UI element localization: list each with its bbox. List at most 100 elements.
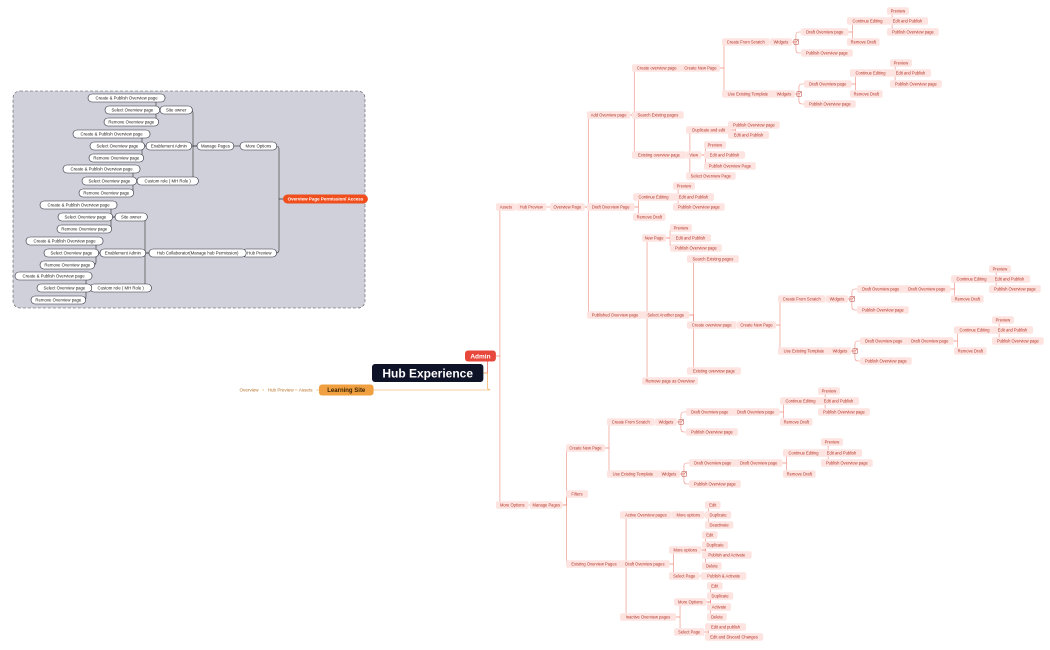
node-delete[interactable]: Delete: [707, 613, 727, 621]
node-existing-overview-page[interactable]: Existing overview page: [687, 367, 741, 375]
node-publish-overview-page[interactable]: Publish Overview Page: [704, 162, 756, 170]
node-hub-preview[interactable]: Hub Preview: [516, 203, 547, 211]
external-link-icon[interactable]: [793, 39, 799, 45]
node-select-overview-page[interactable]: Select Overview page: [43, 248, 100, 258]
node-draft-overview-page[interactable]: Draft Overview page: [735, 459, 783, 467]
node-publish-overview-page[interactable]: Publish Overview page: [686, 428, 738, 436]
node-remove-draft[interactable]: Remove Draft: [954, 347, 987, 355]
external-link-icon[interactable]: [681, 471, 687, 477]
node-preview[interactable]: Preview: [818, 387, 840, 395]
external-link-icon[interactable]: [849, 296, 855, 302]
node-publish-overview-page[interactable]: Publish Overview page: [728, 121, 780, 129]
node-widgets[interactable]: Widgets: [773, 90, 795, 98]
node-new-page[interactable]: New Page: [642, 234, 667, 242]
node-draft-overview-page[interactable]: Draft Overview page: [686, 408, 734, 416]
node-edit-and-publish[interactable]: Edit and Publish: [821, 449, 863, 457]
node-select-overview-page[interactable]: Select Overview page: [57, 212, 114, 222]
node-select-page[interactable]: Select Page: [669, 572, 700, 580]
node-search-existing-pages[interactable]: Search Existing pages: [687, 255, 739, 263]
node-remove-overview-page[interactable]: Remove Overview page: [39, 260, 96, 270]
node-draft-overview-page[interactable]: Draft Overview page: [857, 285, 905, 293]
node-remove-overview-page[interactable]: Remove Overview page: [103, 117, 160, 127]
node-publish-overview-page[interactable]: Publish Overview page: [857, 306, 909, 314]
external-link-icon[interactable]: [852, 348, 858, 354]
node-draft-overview-page[interactable]: Draft Overview page: [804, 80, 852, 88]
node-select-overview-page[interactable]: Select Overview page: [81, 176, 138, 186]
node-draft-overview-page[interactable]: Draft Overview page: [903, 285, 951, 293]
node-widgets[interactable]: Widgets: [826, 295, 848, 303]
node-select-overview-page[interactable]: Select Overview page: [89, 141, 146, 151]
node-more-options[interactable]: More options: [672, 511, 705, 519]
node-active-overview-pages[interactable]: Active Overview pages: [620, 511, 672, 519]
node-select-another-page[interactable]: Select Another page: [642, 311, 690, 319]
node-continue-editing[interactable]: Continue Editing: [633, 193, 675, 201]
node-hub-preview[interactable]: Hub Preview: [241, 248, 277, 258]
node-remove-page-as-overview[interactable]: Remove page as Overview: [642, 377, 699, 385]
node-create-publish-overview-page[interactable]: Create & Publish Overview page: [62, 164, 141, 174]
node-draft-overview-page[interactable]: Draft Overview Page: [587, 203, 635, 211]
node-preview[interactable]: Preview: [887, 7, 909, 15]
node-create-new-page[interactable]: Create New Page: [681, 64, 720, 72]
node-create-new-page[interactable]: Create New Page: [737, 321, 776, 329]
node-remove-draft[interactable]: Remove Draft: [850, 90, 883, 98]
node-edit-and-publish[interactable]: Edit and publish: [705, 623, 747, 631]
node-create-publish-overview-page[interactable]: Create & Publish Overview page: [14, 271, 93, 281]
node-continue-editing[interactable]: Continue Editing: [951, 275, 993, 283]
node-enablement-admin[interactable]: Enablement Admin: [99, 248, 147, 258]
node-preview[interactable]: Preview: [992, 316, 1014, 324]
node-create-new-page[interactable]: Create New Page: [566, 444, 605, 452]
node-select-overview-page[interactable]: Select Overview page: [104, 105, 161, 115]
node-overview[interactable]: Overview: [236, 386, 262, 394]
node-remove-overview-page[interactable]: Remove Overview page: [56, 224, 113, 234]
node-site-owner[interactable]: Site owner: [159, 105, 193, 115]
node-create-overview-page[interactable]: Create overview page: [687, 321, 737, 329]
node-select-page[interactable]: Select Page: [674, 628, 705, 636]
node-edit-and-publish[interactable]: Edit and Publish: [673, 193, 715, 201]
node-create-from-scratch[interactable]: Create From Scratch: [607, 418, 655, 426]
node-edit-and-publish[interactable]: Edit and Publish: [989, 275, 1031, 283]
node-remove-overview-page[interactable]: Remove Overview page: [78, 188, 135, 198]
node-widgets[interactable]: Widgets: [658, 470, 680, 478]
node-inactive-overview-pages[interactable]: Inactive Overview pages: [620, 613, 677, 621]
node-remove-draft[interactable]: Remove Draft: [847, 38, 880, 46]
node-draft-overview-page[interactable]: Draft Overview page: [732, 408, 780, 416]
node-create-publish-overview-page[interactable]: Create & Publish Overview page: [25, 236, 104, 246]
node-widgets[interactable]: Widgets: [829, 347, 851, 355]
node-preview[interactable]: Preview: [989, 265, 1011, 273]
node-publish-overview-page[interactable]: Publish Overview page: [989, 285, 1041, 293]
node-preview[interactable]: Preview: [673, 182, 695, 190]
node-publish-activate[interactable]: Publish & Activate: [701, 572, 747, 580]
node-duplicate-and-edit[interactable]: Duplicate and edit: [686, 126, 732, 134]
node-edit-and-publish[interactable]: Edit and Publish: [890, 69, 932, 77]
node-edit-and-publish[interactable]: Edit and Publish: [670, 234, 712, 242]
node-continue-editing[interactable]: Continue Editing: [954, 326, 996, 334]
node-widgets[interactable]: Widgets: [770, 38, 792, 46]
node-more-options[interactable]: More Options: [674, 598, 707, 606]
node-draft-overview-pages[interactable]: Draft Overview pages: [620, 560, 670, 568]
node-custom-role-mh-role[interactable]: Custom role ( MH Role ): [136, 176, 199, 186]
node-preview[interactable]: Preview: [670, 224, 692, 232]
node-publish-overview-page[interactable]: Publish Overview page: [887, 28, 939, 36]
node-create-publish-overview-page[interactable]: Create & Publish Overview page: [72, 129, 151, 139]
node-edit-and-publish[interactable]: Edit and Publish: [887, 17, 929, 25]
node-draft-overview-page[interactable]: Draft Overview page: [801, 28, 849, 36]
node-assets[interactable]: Assets: [295, 386, 316, 394]
node-more-options[interactable]: More Options: [496, 501, 529, 509]
node-edit-and-discard-changes[interactable]: Edit and Discard Changes: [705, 633, 764, 641]
node-continue-editing[interactable]: Continue Editing: [850, 69, 892, 77]
node-remove-overview-page[interactable]: Remove Overview page: [88, 153, 145, 163]
node-publish-overview-page[interactable]: Publish Overview page: [992, 337, 1044, 345]
node-publish-overview-page[interactable]: Publish Overview page: [818, 408, 870, 416]
node-use-existing-template[interactable]: Use Existing Template: [778, 347, 830, 355]
node-view[interactable]: View: [686, 151, 702, 159]
node-delete[interactable]: Delete: [702, 562, 722, 570]
node-preview[interactable]: Preview: [890, 59, 912, 67]
node-edit-and-publish[interactable]: Edit and Publish: [728, 131, 770, 139]
node-duplicate[interactable]: Duplicate: [702, 541, 729, 549]
node-remove-draft[interactable]: Remove Draft: [951, 295, 984, 303]
node-edit[interactable]: Edit: [705, 501, 721, 509]
node-create-publish-overview-page[interactable]: Create & Publish Overview page: [87, 93, 166, 103]
node-remove-draft[interactable]: Remove Draft: [783, 470, 816, 478]
node-publish-and-activate[interactable]: Publish and Activate: [702, 551, 752, 559]
node-publish-overview-page[interactable]: Publish Overview page: [804, 100, 856, 108]
